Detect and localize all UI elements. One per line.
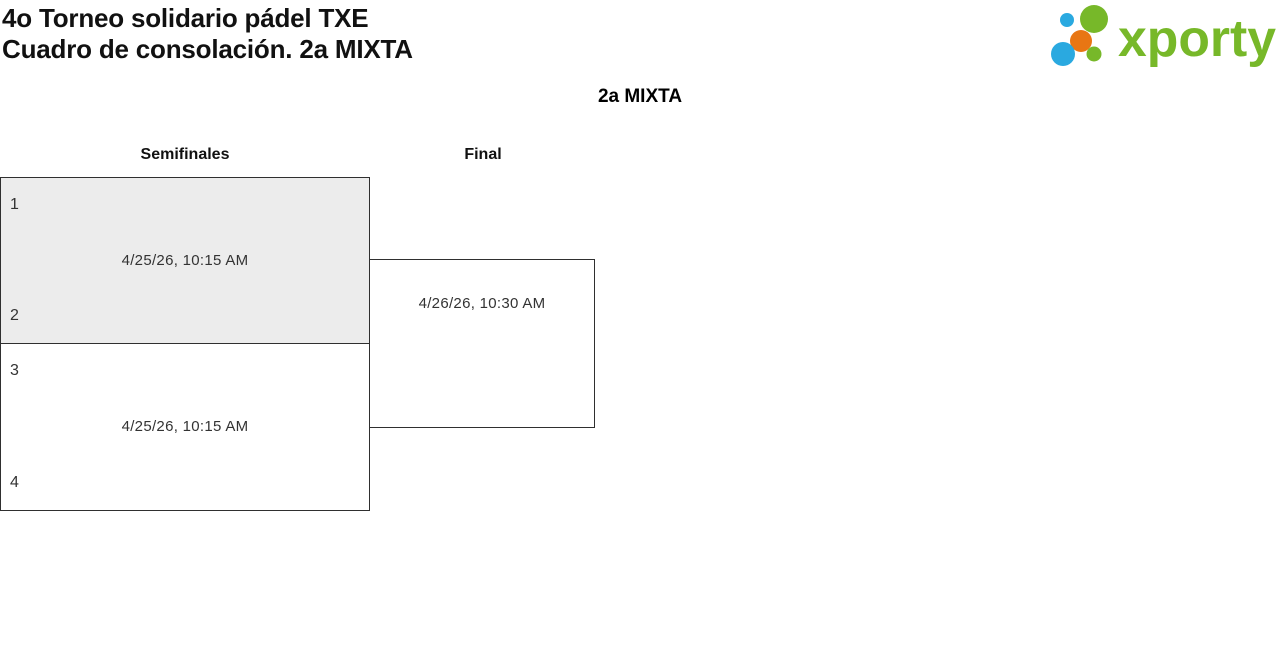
logo-dots-icon: [1051, 5, 1108, 66]
tournament-title-line1: 4o Torneo solidario pádel TXE: [2, 3, 369, 33]
seed-number-bottom: 4: [10, 474, 19, 491]
seed-number-top: 3: [10, 362, 19, 379]
match-box-semifinal-2[interactable]: 3 4/25/26, 10:15 AM 4: [0, 343, 370, 511]
seed-number-bottom: 2: [10, 307, 19, 324]
xporty-logo[interactable]: xporty: [1048, 0, 1280, 70]
tournament-title: 4o Torneo solidario pádel TXE Cuadro de …: [2, 3, 413, 65]
category-title: 2a MIXTA: [597, 86, 683, 107]
round-header-semifinales: Semifinales: [140, 146, 230, 163]
seed-number-top: 1: [10, 196, 19, 213]
logo-wordmark: xporty: [1118, 10, 1276, 68]
match-box-semifinal-1[interactable]: 1 4/25/26, 10:15 AM 2: [0, 177, 370, 344]
round-header-final: Final: [464, 146, 502, 163]
match-datetime: 4/26/26, 10:30 AM: [418, 295, 546, 312]
match-datetime: 4/25/26, 10:15 AM: [121, 418, 249, 435]
match-box-final[interactable]: 4/26/26, 10:30 AM: [369, 259, 595, 428]
tournament-title-line2: Cuadro de consolación. 2a MIXTA: [2, 34, 413, 64]
match-datetime: 4/25/26, 10:15 AM: [121, 252, 249, 269]
